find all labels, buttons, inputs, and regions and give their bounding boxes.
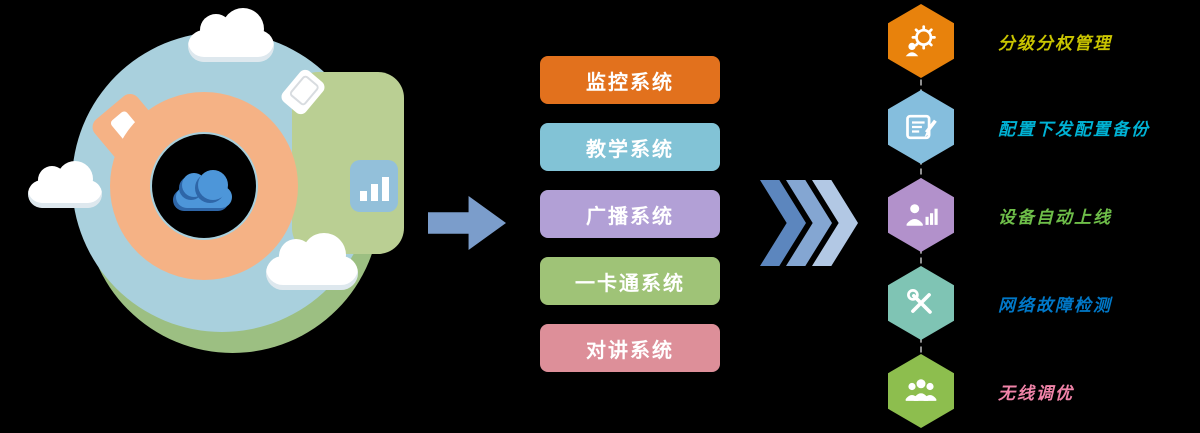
people-icon xyxy=(905,379,937,401)
system-button-onecard: 一卡通系统 xyxy=(540,257,720,305)
systems-list: 监控系统 教学系统 广播系统 一卡通系统 对讲系统 xyxy=(540,56,720,391)
feature-row-fault-detect: 网络故障检测 xyxy=(888,266,1112,340)
bar-chart-icon xyxy=(350,160,398,212)
feature-hexagon-auto-online xyxy=(888,178,954,252)
feature-hexagon-permission xyxy=(888,4,954,78)
feature-label-permission: 分级分权管理 xyxy=(998,33,1112,53)
feature-label-auto-online: 设备自动上线 xyxy=(998,207,1112,227)
feature-label-config: 配置下发配置备份 xyxy=(998,119,1150,139)
person-chart-icon xyxy=(906,204,938,226)
tools-icon xyxy=(907,289,932,314)
bar-chart-tab xyxy=(350,160,398,212)
system-button-monitoring: 监控系统 xyxy=(540,56,720,104)
cloud-platform-illustration xyxy=(0,0,440,433)
system-button-broadcast: 广播系统 xyxy=(540,190,720,238)
cloud-decoration-left xyxy=(28,161,102,208)
feature-hexagon-config xyxy=(888,90,954,164)
feature-row-permission: 分级分权管理 xyxy=(888,4,1112,78)
feature-row-config: 配置下发配置备份 xyxy=(888,90,1150,164)
triple-chevron-icon xyxy=(760,180,870,266)
feature-label-fault-detect: 网络故障检测 xyxy=(998,295,1112,315)
dotted-connector xyxy=(920,40,922,392)
system-button-teaching: 教学系统 xyxy=(540,123,720,171)
cloud-logo-icon xyxy=(176,170,232,208)
feature-hexagon-fault-detect xyxy=(888,266,954,340)
gear-person-icon xyxy=(905,25,936,57)
edit-document-icon xyxy=(906,114,937,140)
system-button-intercom: 对讲系统 xyxy=(540,324,720,372)
feature-label-wireless: 无线调优 xyxy=(998,383,1074,403)
feature-row-auto-online: 设备自动上线 xyxy=(888,178,1112,252)
feature-row-wireless: 无线调优 xyxy=(888,354,1074,428)
cloud-decoration-bottom xyxy=(266,233,358,290)
feature-hexagon-wireless xyxy=(888,354,954,428)
black-center-circle xyxy=(152,134,256,238)
cloud-decoration-top xyxy=(188,8,274,62)
